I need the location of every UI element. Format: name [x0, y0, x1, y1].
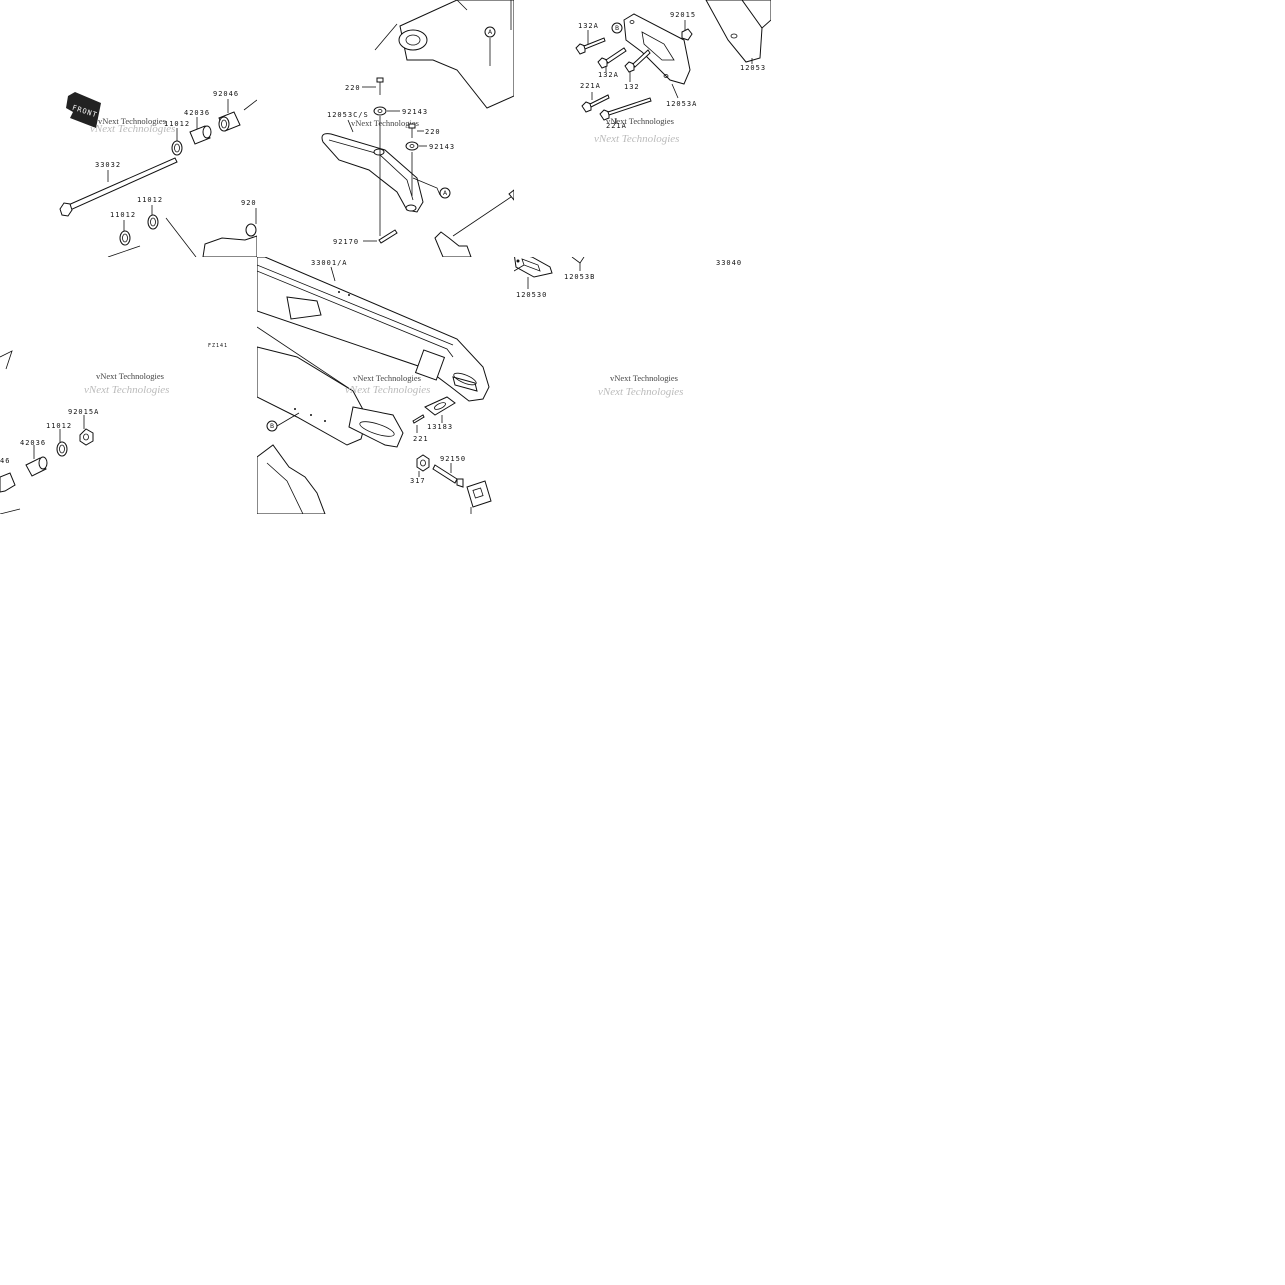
bolt-part: [408, 123, 416, 138]
svg-text:A: A: [488, 29, 493, 36]
part-label: 11012: [110, 211, 136, 219]
part-label: 11012: [137, 196, 163, 204]
bearing-part: [218, 111, 241, 132]
collar-part: [25, 456, 48, 477]
bearing-part: [0, 472, 16, 493]
part-label: 33001/A: [311, 259, 348, 267]
watermark: vNext Technologies: [353, 373, 421, 383]
bolt-part: [624, 49, 651, 73]
part-label: 11012: [164, 120, 190, 128]
watermark-shadow: vNext Technologies: [90, 123, 175, 135]
svg-text:B: B: [615, 25, 619, 32]
part-label: 12053A: [666, 100, 697, 108]
nut-part: [681, 28, 693, 41]
collar-part: [189, 125, 212, 145]
part-label: 221: [413, 435, 429, 443]
part-label: 33040: [716, 259, 742, 267]
part-label: 92046: [213, 90, 239, 98]
watermark: vNext Technologies: [96, 371, 164, 381]
svg-text:A: A: [443, 190, 448, 197]
part-label: 42036: [20, 439, 46, 447]
part-label: 92170: [333, 238, 359, 246]
bolt-part: [575, 37, 606, 55]
reference-marker-a: [439, 187, 451, 199]
part-label: 92143: [429, 143, 455, 151]
part-label: 221A: [606, 122, 627, 130]
part-label: 120530: [516, 291, 547, 299]
nut-part: [79, 428, 94, 446]
bolt-part: [376, 77, 384, 95]
part-label: 132: [624, 83, 640, 91]
watermark: vNext Technologies: [606, 116, 674, 126]
bolt-part: [597, 47, 627, 69]
nut-part: [416, 454, 430, 472]
part-label: 317: [410, 477, 426, 485]
part-label: 920: [241, 199, 257, 207]
part-label: 92150: [440, 455, 466, 463]
watermark-shadow: vNext Technologies: [594, 133, 679, 145]
figure-code: FZ141: [208, 343, 228, 349]
part-label: 132A: [598, 71, 619, 79]
swingarm-part: [257, 257, 490, 448]
part-label: 46: [0, 457, 10, 465]
part-label: 92015: [670, 11, 696, 19]
watermark-shadow: vNext Technologies: [84, 384, 169, 396]
part-label: 220: [345, 84, 361, 92]
watermark: vNext Technologies: [351, 118, 419, 128]
diagram-tile-pivot-bearings: FZ141 vNext Technologies vNext Technolog…: [0, 257, 257, 514]
part-label: 13183: [427, 423, 453, 431]
diagram-tile-chain-slider: A 220 92143 12053C/S vNext Technologies: [257, 0, 514, 257]
part-label: 12053B: [564, 273, 595, 281]
seal-part: [119, 230, 131, 246]
part-label: 221A: [580, 82, 601, 90]
watermark-shadow: vNext Technologies: [345, 384, 430, 396]
screw-part: [599, 97, 652, 121]
diagram-tile-chain-guide: 12053 12053A 92015 B 132A 132A: [514, 0, 771, 257]
part-label: 132A: [578, 22, 599, 30]
part-label: 11012: [46, 422, 72, 430]
guide-plate-part: [623, 13, 691, 85]
washer-part: [405, 141, 419, 151]
adjuster-plate-part: [424, 396, 456, 416]
part-label: 92143: [402, 108, 428, 116]
chain-guide-bracket-part: [514, 257, 553, 278]
part-label: 92015A: [68, 408, 99, 416]
watermark: vNext Technologies: [98, 116, 166, 126]
part-label: 33032: [95, 161, 121, 169]
screw-part: [378, 229, 398, 244]
diagram-tile-swingarm: 33001/A vNext Technologies vNext Technol…: [257, 257, 514, 514]
washer-part: [373, 106, 387, 116]
pivot-shaft-part: [59, 157, 178, 217]
svg-text:B: B: [270, 423, 274, 430]
seal-part: [147, 214, 159, 230]
adjuster-block-part: [466, 480, 492, 508]
seal-part: [56, 441, 68, 457]
screw-part: [412, 414, 425, 424]
reference-marker-a: [484, 26, 496, 38]
screw-part: [581, 94, 610, 113]
diagram-tile-pivot-shaft: FRONT vNext Technologies vNext Technolog…: [0, 0, 257, 257]
part-label: 42036: [184, 109, 210, 117]
part-label: 220: [425, 128, 441, 136]
adjuster-bolt-part: [432, 464, 464, 488]
part-label: 12053: [740, 64, 766, 72]
chain-slider-part: [321, 133, 424, 213]
reference-marker-b: [611, 22, 623, 34]
front-arrow-icon: FRONT: [66, 92, 101, 128]
seal-part: [171, 140, 183, 156]
part-label: 12053C/S: [327, 111, 369, 119]
diagram-tile-guide-bracket: 120530 12053B 33040 vNext Technologies v…: [514, 257, 771, 514]
watermark-shadow: vNext Technologies: [598, 386, 683, 398]
watermark: vNext Technologies: [610, 373, 678, 383]
